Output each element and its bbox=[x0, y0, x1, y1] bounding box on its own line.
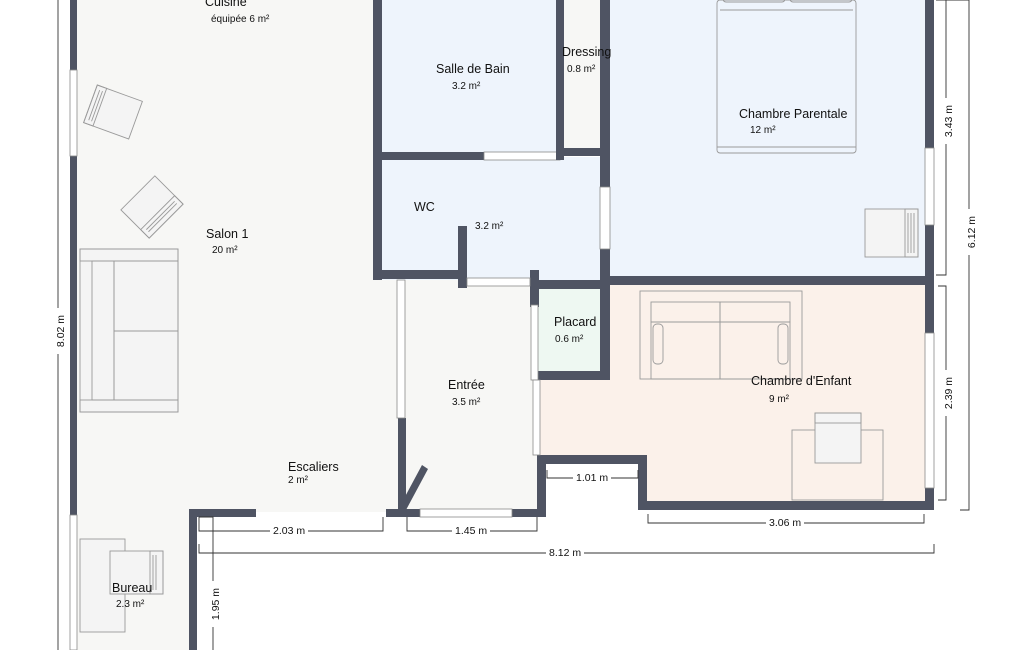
window-parentale bbox=[924, 147, 935, 226]
wall-entree-top bbox=[373, 270, 465, 279]
wall-placard-top bbox=[530, 280, 610, 289]
room-area-chambre-enfant: 9 m² bbox=[769, 394, 789, 405]
wall-enfant-bottom bbox=[638, 501, 934, 510]
room-area-wc: 3.2 m² bbox=[475, 221, 504, 232]
room-name-salle-bain: Salle de Bain bbox=[436, 62, 510, 76]
wall-dressing-bottom bbox=[556, 148, 606, 156]
room-name-chambre-enfant: Chambre d'Enfant bbox=[751, 374, 852, 388]
door-entree bbox=[419, 508, 513, 518]
room-name-cuisine: Cuisine bbox=[205, 0, 247, 9]
room-name-salon: Salon 1 bbox=[206, 227, 249, 241]
dim-right-height: 6.12 m bbox=[966, 209, 978, 255]
dim-entree-width: 1.45 m bbox=[452, 525, 491, 537]
dim-enfant-height: 2.39 m bbox=[943, 370, 955, 416]
room-area-placard: 0.6 m² bbox=[555, 334, 584, 345]
armchair-salon-mid bbox=[120, 175, 184, 239]
window-left-1 bbox=[69, 69, 78, 157]
dim-total-height: 8.02 m bbox=[55, 308, 67, 354]
room-name-entree: Entrée bbox=[448, 378, 485, 392]
double-bed bbox=[716, 0, 857, 154]
wall-placard-right bbox=[600, 280, 610, 379]
dim-bureau-height: 1.95 m bbox=[210, 581, 222, 627]
walls bbox=[69, 0, 935, 650]
door-salon bbox=[396, 279, 406, 419]
window-left-2 bbox=[69, 514, 78, 650]
door-swing-entree bbox=[400, 465, 428, 510]
window-enfant bbox=[924, 332, 935, 489]
room-area-entree: 3.5 m² bbox=[452, 397, 481, 408]
wall-left-upper bbox=[70, 0, 77, 650]
wall-placard-left bbox=[530, 270, 539, 307]
desk-enfant bbox=[791, 412, 884, 501]
wall-bureau-right bbox=[189, 509, 197, 650]
dressing-floor bbox=[560, 0, 604, 152]
sofa-salon bbox=[79, 248, 179, 413]
room-name-chambre-parentale: Chambre Parentale bbox=[739, 107, 848, 121]
door-sdb bbox=[483, 151, 561, 161]
wc-floor bbox=[378, 157, 604, 280]
wall-dressing-right bbox=[600, 0, 610, 290]
room-name-escaliers: Escaliers bbox=[288, 460, 339, 474]
wall-dressing-left bbox=[556, 0, 564, 160]
room-name-wc: WC bbox=[414, 200, 435, 214]
dim-bureau-width: 2.03 m bbox=[270, 525, 309, 537]
room-name-bureau: Bureau bbox=[112, 581, 153, 595]
wall-right-top bbox=[925, 0, 934, 285]
room-area-salle-bain: 3.2 m² bbox=[452, 81, 481, 92]
placard-floor bbox=[537, 286, 605, 376]
door-enfant bbox=[532, 379, 541, 456]
room-name-dressing: Dressing bbox=[562, 45, 612, 59]
dim-placard-step: 1.01 m bbox=[573, 472, 612, 484]
wall-parentale-bottom bbox=[604, 276, 934, 285]
wall-step-top bbox=[537, 455, 647, 464]
wall-wc-stub bbox=[458, 226, 467, 288]
wall-entree-right bbox=[537, 455, 546, 515]
room-area-chambre-parentale: 12 m² bbox=[750, 125, 776, 136]
armchair-salon-top bbox=[83, 84, 143, 140]
room-area-dressing: 0.8 m² bbox=[567, 64, 596, 75]
room-area-bureau: 2.3 m² bbox=[116, 599, 145, 610]
wall-entree-left bbox=[398, 418, 406, 515]
sofa-enfant bbox=[639, 290, 803, 380]
wall-bureau-top bbox=[189, 509, 256, 517]
dim-parentale-height: 3.43 m bbox=[943, 98, 955, 144]
room-name-placard: Placard bbox=[554, 315, 597, 329]
wall-placard-bottom bbox=[537, 371, 610, 380]
armchair-parentale bbox=[864, 208, 919, 258]
dim-total-width: 8.12 m bbox=[546, 547, 585, 559]
floor-fills bbox=[76, 0, 930, 650]
bureau-desk bbox=[79, 538, 164, 633]
furniture bbox=[79, 0, 919, 633]
dim-enfant-width: 3.06 m bbox=[766, 517, 805, 529]
wall-sdb-bottom bbox=[378, 152, 484, 160]
room-area-escaliers: 2 m² bbox=[288, 475, 308, 486]
room-area-cuisine: équipée 6 m² bbox=[211, 14, 270, 25]
door-placard bbox=[530, 304, 539, 381]
door-parentale bbox=[599, 186, 611, 250]
salle-bain-floor bbox=[378, 0, 560, 157]
door-wc bbox=[466, 277, 531, 287]
room-area-salon: 20 m² bbox=[212, 245, 238, 256]
wall-sdb-left bbox=[373, 0, 382, 280]
wall-enfant-step bbox=[638, 455, 647, 510]
